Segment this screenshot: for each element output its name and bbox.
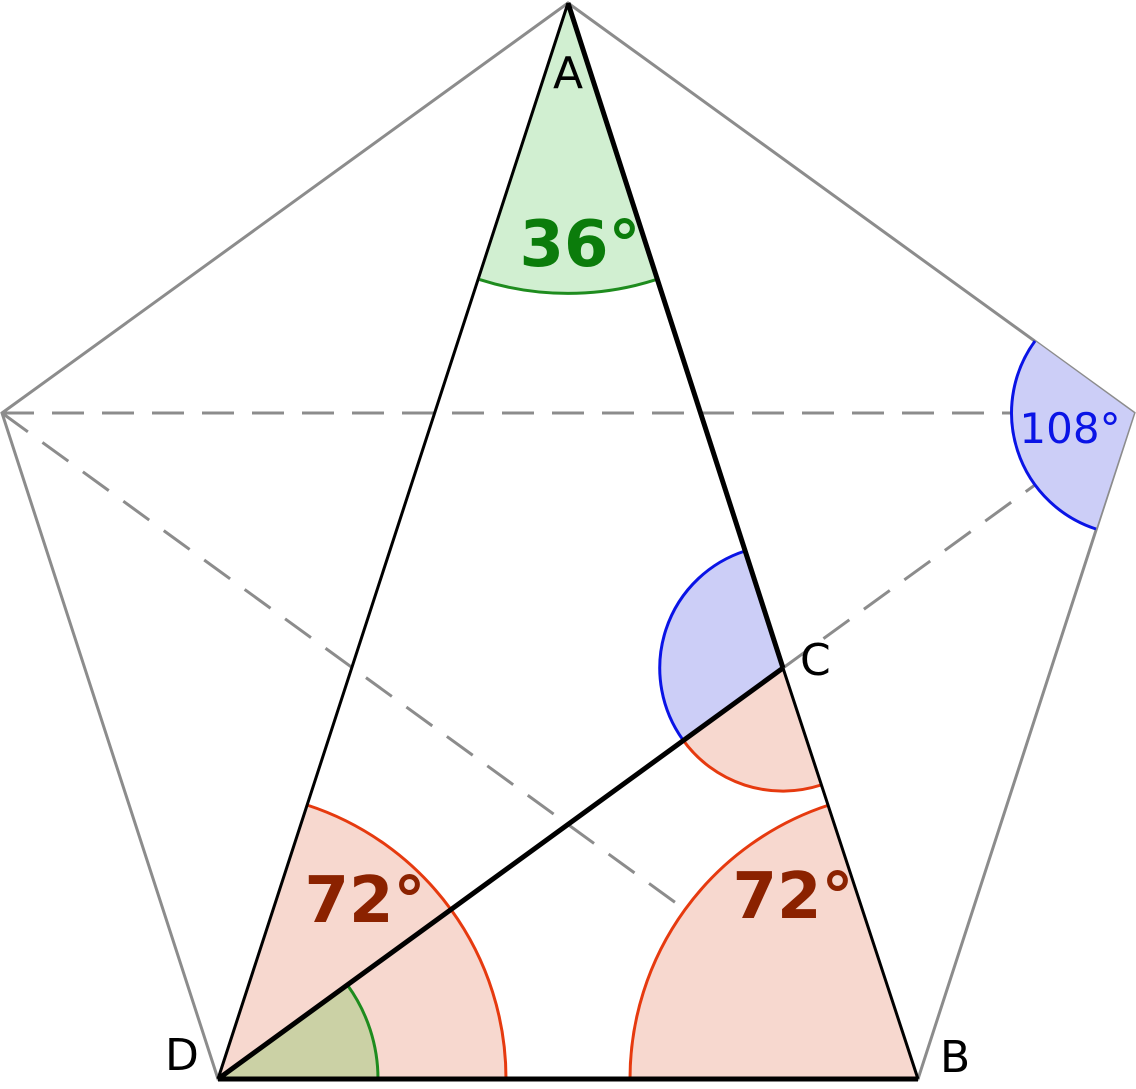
angle-pentagon-sector [1011,341,1134,529]
angle-C-blue-sector [659,551,783,740]
angle-D-inner-arc [346,984,380,1080]
angle-B-arc [628,803,830,1080]
vertex-label-C: C [800,635,831,686]
edge-AB [565,2,786,669]
angle-apex-arc [479,278,657,295]
vertex-label-B: B [940,1032,970,1083]
edge-DC [216,665,785,1082]
angle-label-base-left: 72° [304,864,425,938]
edge-CB [781,667,920,1080]
angle-label-pentagon: 108° [1019,404,1120,453]
angle-label-apex: 36° [519,208,640,282]
angle-D-sector [218,805,507,1079]
angle-label-base-right: 72° [732,860,853,934]
angle-B-sector [629,805,918,1079]
vertex-label-A: A [553,48,583,99]
edge-AD [216,2,570,1080]
diagonal-dashed-left-to-B [1,411,919,1081]
vertex-label-D: D [165,1030,199,1081]
angle-pentagon-arc [1010,340,1097,531]
angle-C-red-arc [681,739,822,793]
angle-C-red-sector [683,668,821,792]
angle-C-blue-arc [658,549,746,741]
angle-D-inner-sector [218,985,378,1079]
angle-apex-sector [479,3,657,294]
